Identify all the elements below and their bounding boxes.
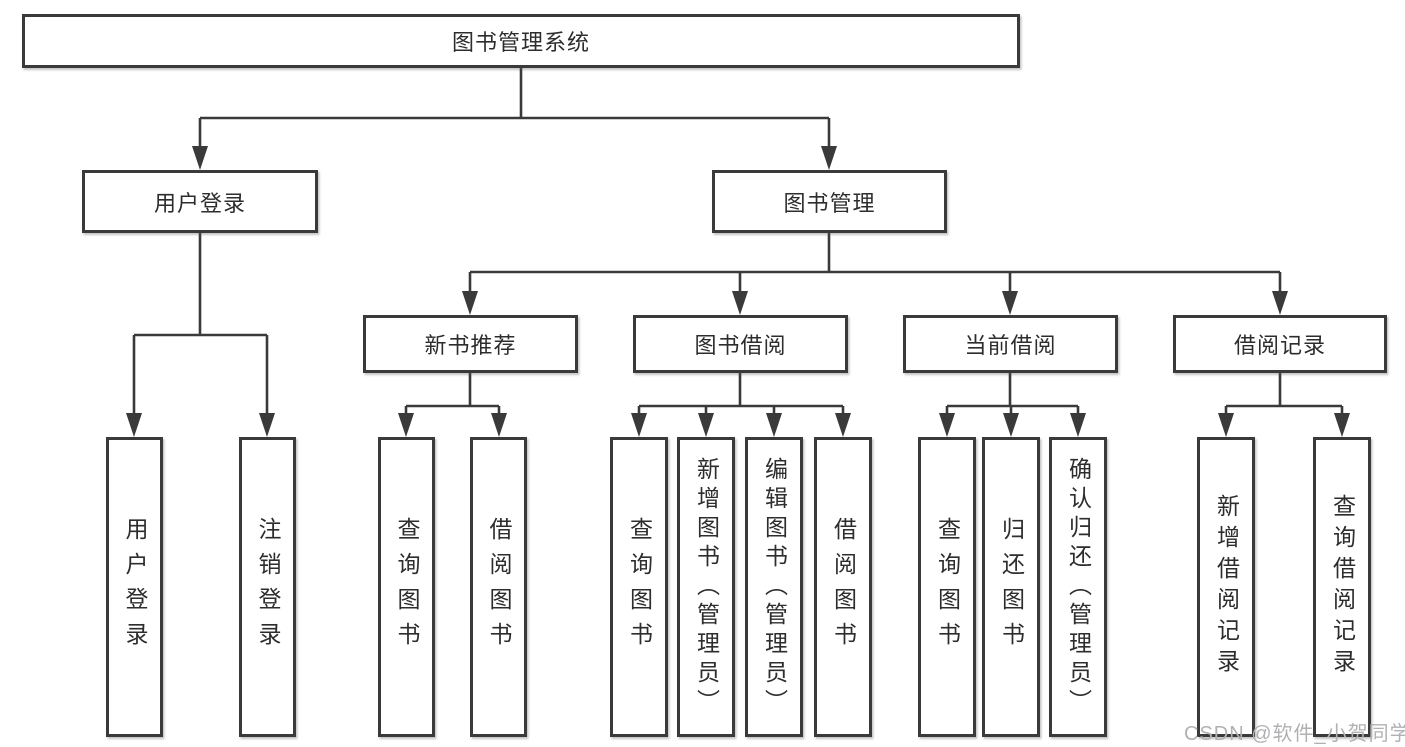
leaf-user-login: 用户登录	[106, 437, 163, 737]
leaf-add-books-admin: 新增图书（管理员）	[677, 437, 735, 737]
node-book-management: 图书管理	[712, 170, 947, 233]
leaf-label: 用户登录	[122, 517, 148, 657]
leaf-add-borrow-record: 新增借阅记录	[1197, 437, 1255, 737]
leaf-label: 编辑图书（管理员）	[761, 456, 788, 718]
leaf-label: 查询借阅记录	[1329, 494, 1356, 680]
leaf-borrow-books-2: 借阅图书	[814, 437, 872, 737]
node-borrow-records: 借阅记录	[1173, 315, 1387, 373]
arrowheads	[126, 146, 1350, 437]
leaf-borrow-books-1: 借阅图书	[470, 437, 527, 737]
node-user-login: 用户登录	[82, 170, 318, 233]
leaf-label: 新增借阅记录	[1213, 494, 1240, 680]
leaf-label: 注销登录	[255, 517, 281, 657]
leaf-return-books: 归还图书	[982, 437, 1040, 737]
leaf-label: 查询图书	[934, 517, 961, 657]
leaf-confirm-return-admin: 确认归还（管理员）	[1049, 437, 1107, 737]
leaf-query-books-1: 查询图书	[378, 437, 435, 737]
leaf-query-borrow-record: 查询借阅记录	[1313, 437, 1371, 737]
leaf-label: 新增图书（管理员）	[693, 456, 720, 718]
leaf-edit-books-admin: 编辑图书（管理员）	[745, 437, 803, 737]
leaf-query-books-3: 查询图书	[918, 437, 976, 737]
node-book-borrow: 图书借阅	[633, 315, 848, 373]
node-new-book-recommend: 新书推荐	[363, 315, 578, 373]
leaf-label: 查询图书	[626, 517, 653, 657]
leaf-label: 借阅图书	[486, 517, 512, 657]
leaf-label: 查询图书	[394, 517, 420, 657]
node-current-borrow: 当前借阅	[903, 315, 1118, 373]
leaf-label: 确认归还（管理员）	[1065, 456, 1092, 718]
leaf-label: 借阅图书	[830, 517, 857, 657]
leaf-label: 归还图书	[998, 517, 1025, 657]
csdn-watermark: CSDN @软件_小贺同学	[1184, 723, 1405, 745]
node-root: 图书管理系统	[22, 14, 1020, 68]
leaf-logout: 注销登录	[239, 437, 296, 737]
leaf-query-books-2: 查询图书	[610, 437, 668, 737]
